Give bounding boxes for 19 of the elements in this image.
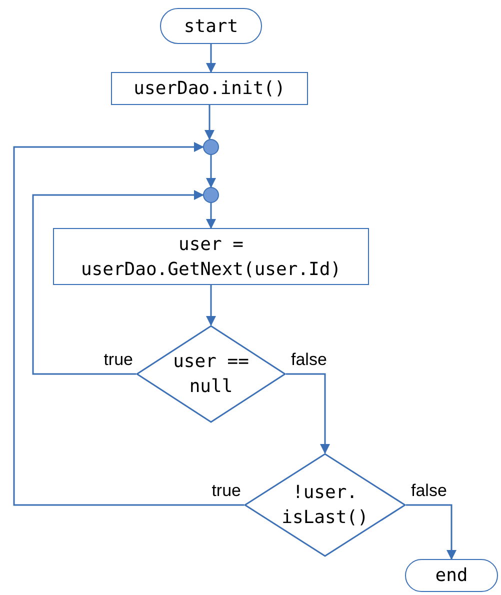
node-text: end xyxy=(435,564,468,588)
arrow xyxy=(286,373,330,454)
process-box xyxy=(111,72,308,105)
arrow xyxy=(206,203,216,229)
node-text: start xyxy=(184,14,238,38)
arrow xyxy=(206,155,216,188)
process-box xyxy=(53,228,369,285)
node-text: !user. isLast() xyxy=(280,481,370,530)
arrow xyxy=(13,142,244,506)
arrow xyxy=(32,190,204,375)
arrow xyxy=(206,44,216,73)
node-text: userDao.init() xyxy=(134,77,286,101)
arrow xyxy=(204,105,214,140)
node-text: user = userDao.GetNext(user.Id) xyxy=(80,232,342,282)
terminal-shape xyxy=(160,8,262,44)
node-text: user == null xyxy=(172,350,250,399)
terminal-shape xyxy=(405,559,498,592)
arrow xyxy=(206,285,216,326)
arrow xyxy=(406,504,456,560)
